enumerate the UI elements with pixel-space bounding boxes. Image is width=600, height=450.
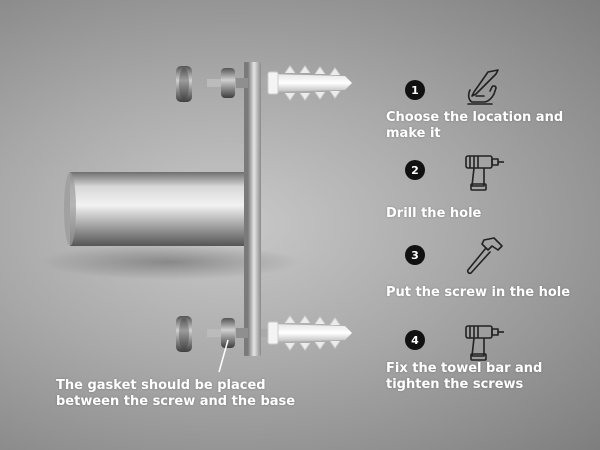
drill-icon [465,325,504,361]
hammer-icon [466,237,503,275]
gasket-note: The gasket should be placed between the … [56,378,296,409]
bottom-fixing-set [176,315,352,352]
hand-writing-icon [467,69,499,105]
step-1-text: Choose the location and make it [386,110,564,141]
step-2-text: Drill the hole [386,206,482,221]
towel-bar-tube [70,172,250,246]
mounting-base-plate [247,62,261,356]
gasket-pointer-line [218,339,229,373]
step-3-number: 3 [405,245,425,265]
top-fixing-set [176,65,352,102]
step-3-text: Put the screw in the hole [386,285,571,300]
step-2-number: 2 [405,160,425,180]
step-4-text: Fix the towel bar and tighten the screws [386,361,543,392]
step-4-number: 4 [405,330,425,350]
step-1-number: 1 [405,80,425,100]
drill-icon [465,155,504,191]
